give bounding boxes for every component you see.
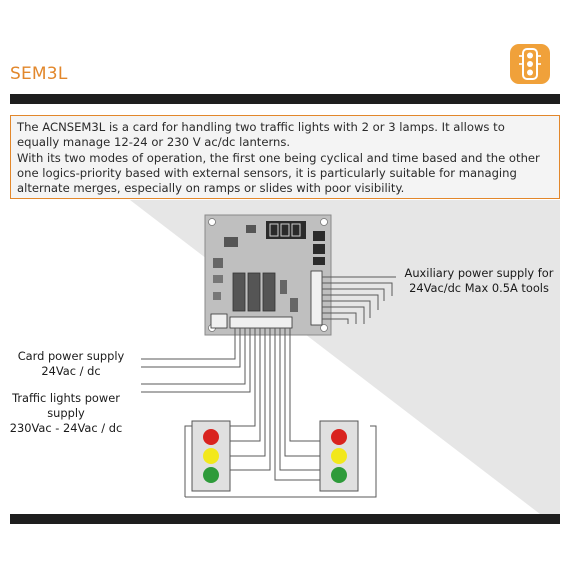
traffic-supply-label-line: supply (47, 406, 85, 420)
yellow-lamp (331, 448, 347, 464)
relay (247, 272, 261, 312)
wires (141, 276, 396, 498)
description-line: With its two modes of operation, the fir… (17, 150, 540, 165)
traffic-supply-label: Traffic lights power supply 230Vac - 24V… (2, 391, 130, 436)
traffic-light-icon (510, 44, 550, 84)
control-card (204, 214, 332, 336)
right-terminal-block (310, 270, 323, 326)
bottom-terminal-block (229, 316, 293, 329)
header-divider (10, 94, 560, 104)
traffic-light-right (319, 420, 359, 492)
relay (232, 272, 246, 312)
description-line: equally manage 12-24 or 230 V ac/dc lant… (17, 135, 291, 150)
description-line: The ACNSEM3L is a card for handling two … (17, 120, 505, 134)
red-lamp (331, 429, 347, 445)
traffic-light-left (191, 420, 231, 492)
page-title: SEM3L (10, 64, 68, 84)
card-supply-label: Card power supply 24Vac / dc (6, 349, 136, 379)
aux-supply-label-line: Auxiliary power supply for (404, 266, 554, 280)
description-line: one logics-priority based with external … (17, 165, 517, 180)
traffic-supply-label-line: Traffic lights power (12, 391, 120, 405)
green-lamp (331, 467, 347, 483)
aux-supply-label-line: 24Vac/dc Max 0.5A tools (409, 281, 549, 295)
card-supply-label-line: Card power supply (17, 349, 125, 363)
description-line: alternate merges, especially on ramps or… (17, 181, 405, 196)
traffic-supply-label-line: 230Vac - 24Vac / dc (9, 421, 123, 435)
yellow-lamp (203, 448, 219, 464)
relay (262, 272, 276, 312)
aux-supply-label: Auxiliary power supply for 24Vac/dc Max … (394, 266, 564, 296)
card-supply-label-line: 24Vac / dc (41, 364, 101, 378)
red-lamp (203, 429, 219, 445)
footer-divider (10, 514, 560, 524)
card-display (266, 221, 306, 239)
description-box: The ACNSEM3L is a card for handling two … (10, 115, 560, 199)
green-lamp (203, 467, 219, 483)
